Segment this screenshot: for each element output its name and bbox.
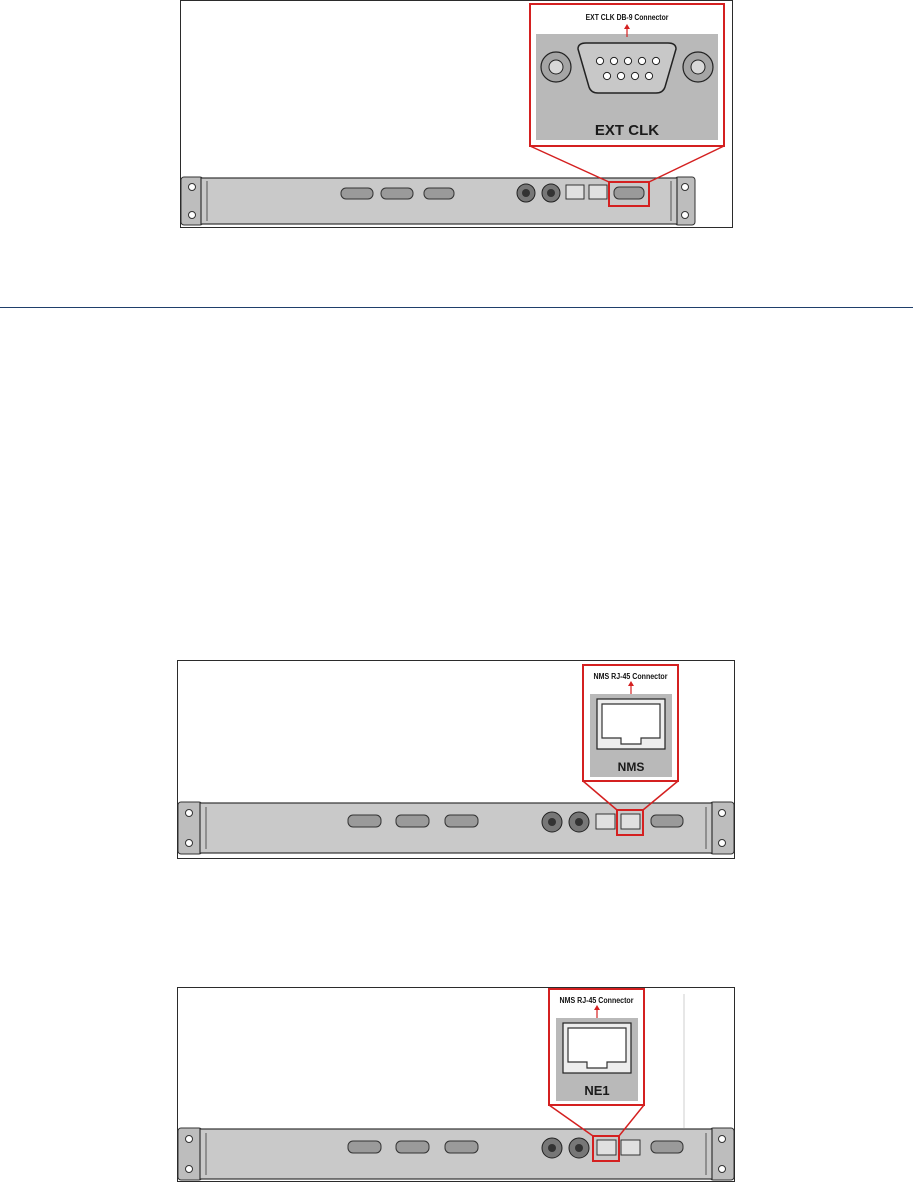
rear-panel-diagram: [178, 988, 735, 1182]
rj45-connector-icon: [597, 699, 665, 749]
figure-ne1: NMS RJ-45 Connector NE1: [177, 987, 735, 1182]
callout-title: EXT CLK DB-9 Connector: [545, 13, 710, 22]
rj45-connector-icon: [563, 1023, 631, 1073]
port-label: NE1: [556, 1083, 638, 1098]
section-divider: [0, 307, 913, 308]
rear-panel-diagram: [181, 1, 733, 228]
port-label: EXT CLK: [536, 122, 718, 139]
callout-title: NMS RJ-45 Connector: [555, 996, 639, 1005]
callout-title: NMS RJ-45 Connector: [589, 672, 673, 681]
figure-nms: NMS RJ-45 Connector NMS: [177, 660, 735, 859]
port-label: NMS: [590, 760, 672, 774]
figure-ext-clk: EXT CLK DB-9 Connector EXT CLK: [180, 0, 733, 228]
